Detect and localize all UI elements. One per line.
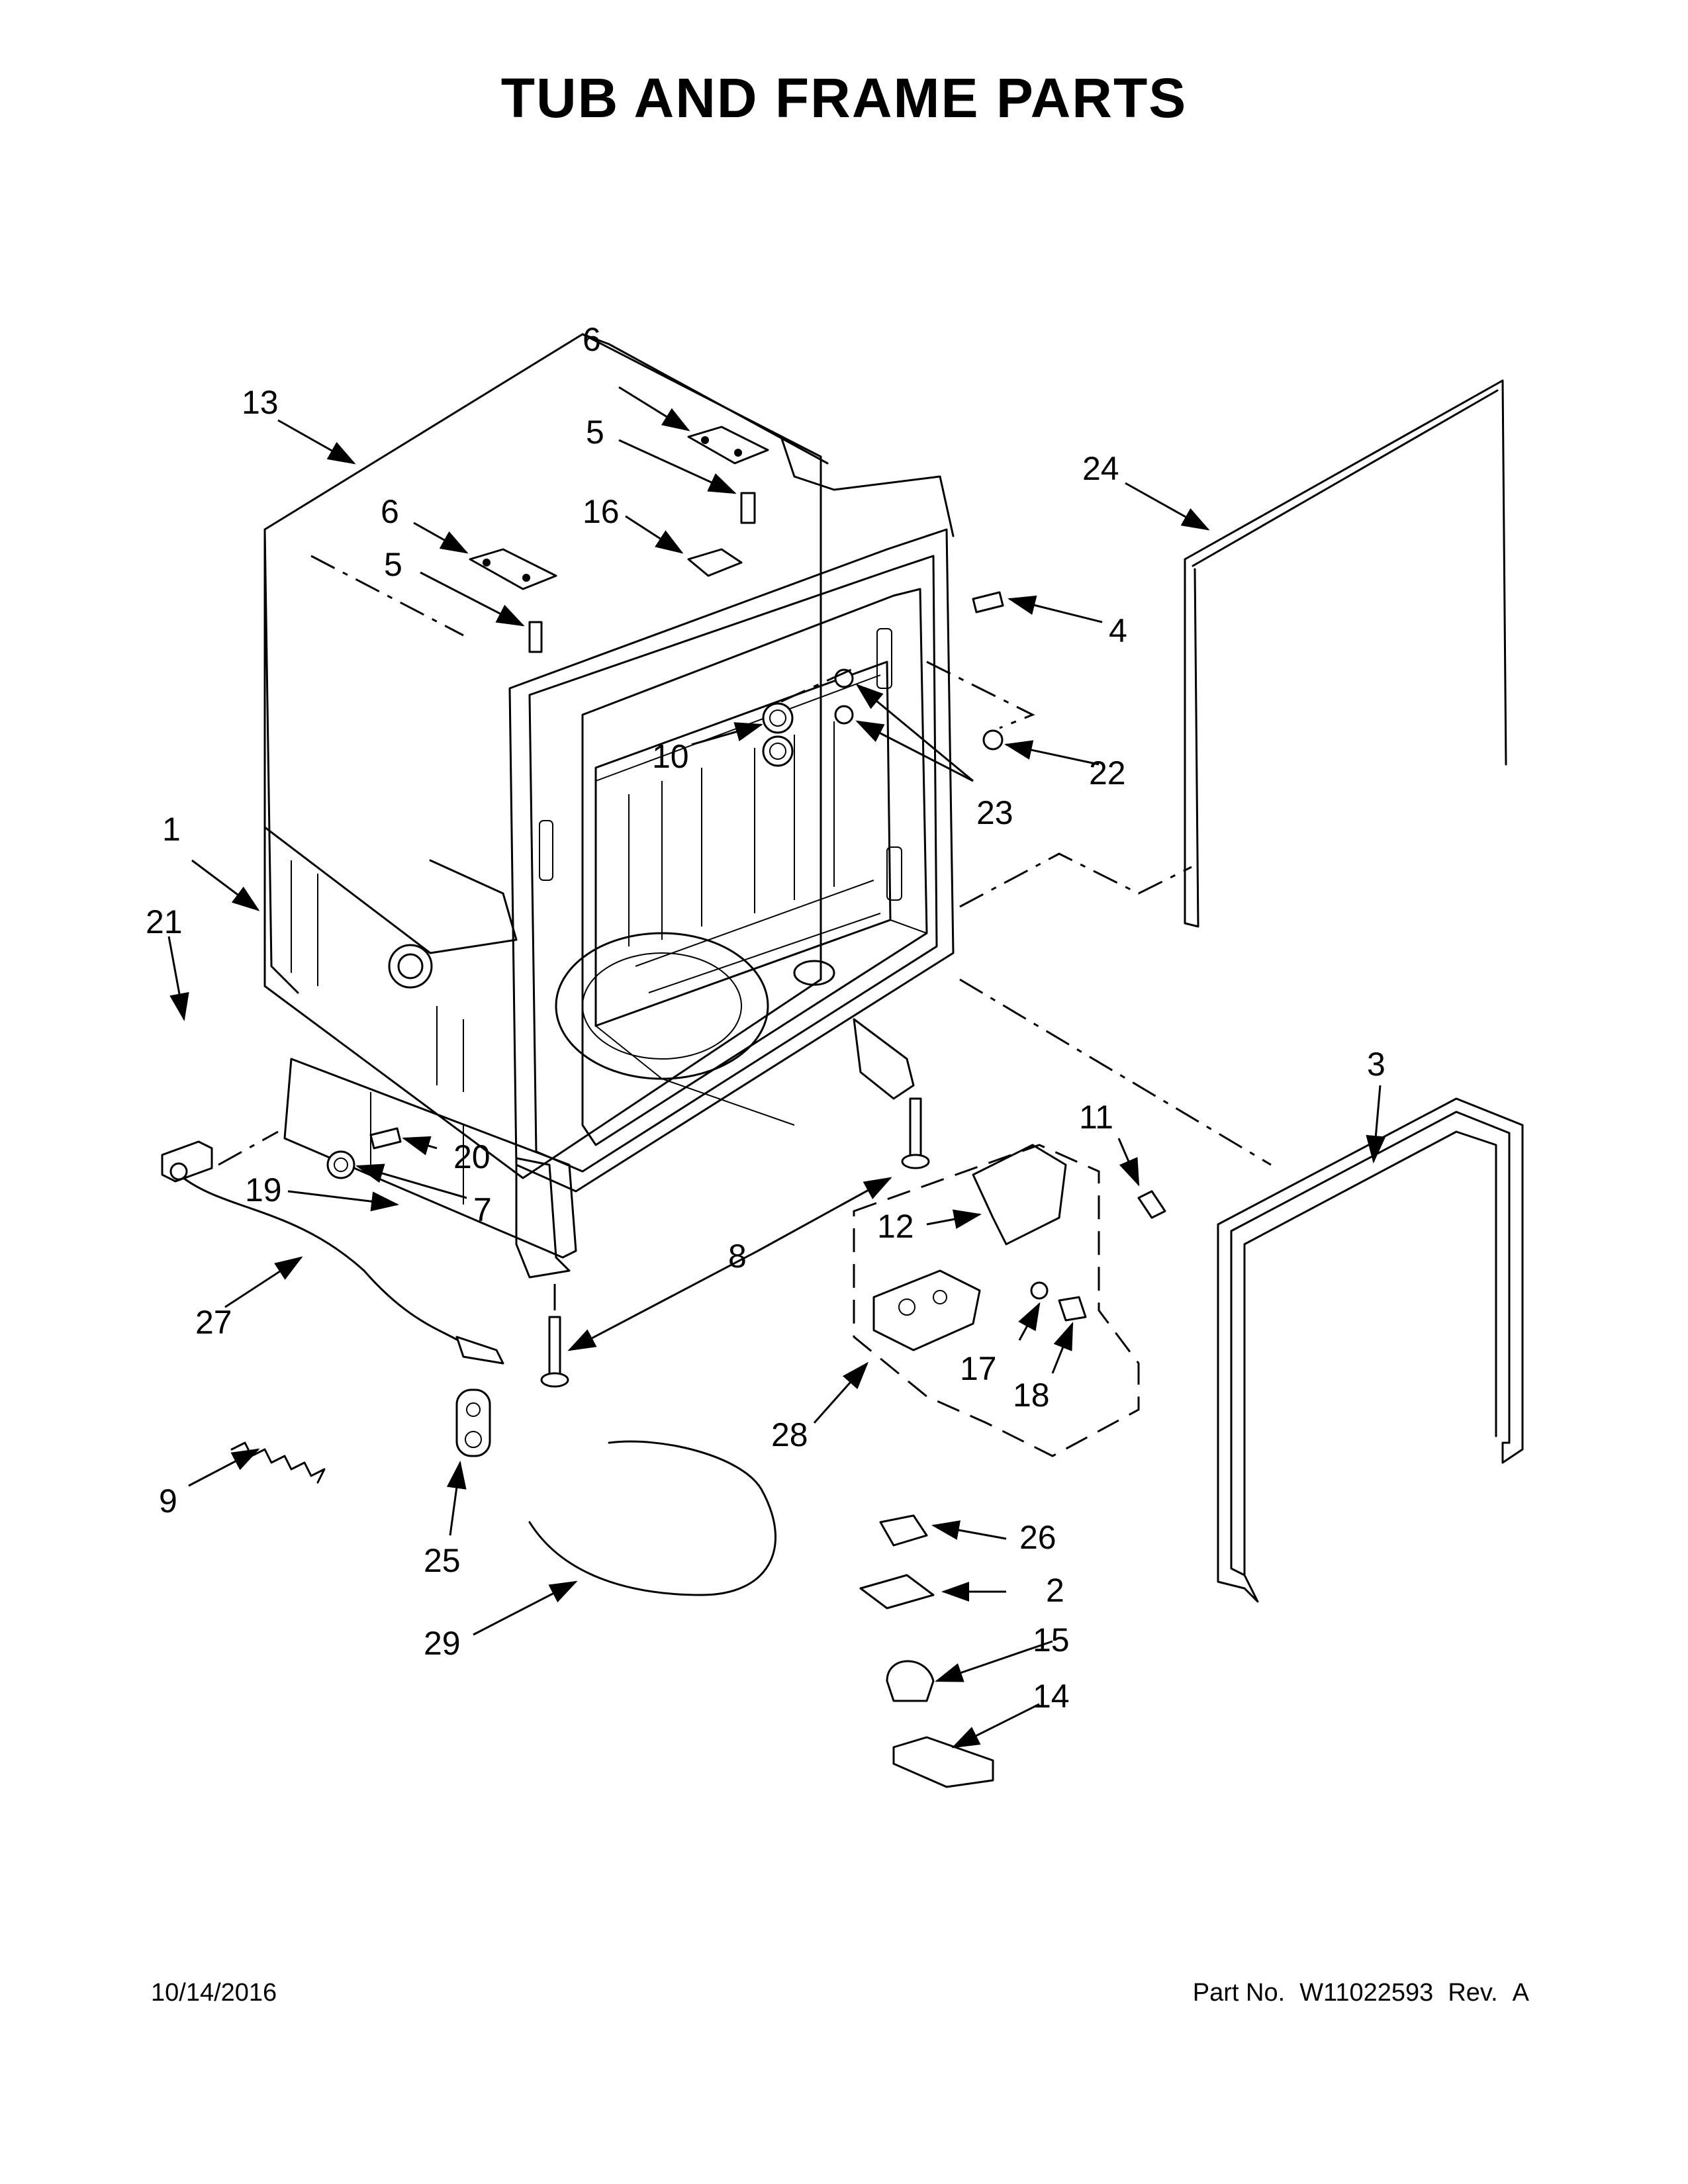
assembly-line-gasket-3 xyxy=(959,978,1272,1166)
callout-6a: 6 xyxy=(583,321,601,358)
callout-17: 17 xyxy=(960,1350,997,1387)
spring-9 xyxy=(230,1441,326,1484)
callout-21: 21 xyxy=(146,903,183,940)
callout-20: 20 xyxy=(453,1138,491,1175)
grommet-25 xyxy=(455,1388,491,1457)
screw-top-left xyxy=(528,621,543,653)
callout-10: 10 xyxy=(652,738,689,775)
cover-12 xyxy=(972,1144,1067,1246)
leveling-leg-front xyxy=(540,1316,569,1388)
hinge-bracket-top-left xyxy=(469,548,557,590)
callout-3: 3 xyxy=(1367,1046,1385,1083)
callout-24: 24 xyxy=(1082,450,1119,487)
tub-assembly xyxy=(263,333,955,1279)
callout-12: 12 xyxy=(877,1208,914,1245)
callout-26: 26 xyxy=(1019,1519,1056,1556)
callout-18: 18 xyxy=(1013,1377,1050,1414)
part-no-value: W11022593 xyxy=(1299,1979,1434,2007)
leader-arrows xyxy=(167,386,1386,1749)
leveling-leg-rear xyxy=(901,1097,930,1169)
washers-23 xyxy=(834,668,854,725)
clip-16 xyxy=(687,548,743,577)
pad-2 xyxy=(859,1574,935,1610)
callout-5b: 5 xyxy=(384,546,402,583)
callout-28: 28 xyxy=(771,1416,808,1453)
switch-15 xyxy=(886,1660,935,1702)
callout-15: 15 xyxy=(1033,1621,1070,1659)
callout-27: 27 xyxy=(195,1304,232,1341)
callout-4: 4 xyxy=(1109,612,1127,649)
callout-13: 13 xyxy=(242,384,279,421)
callout-25: 25 xyxy=(424,1542,461,1579)
rev-label: Rev. xyxy=(1448,1979,1498,2007)
rev-value: A xyxy=(1512,1979,1529,2007)
plug-22 xyxy=(982,729,1004,751)
gasket-24 xyxy=(1184,379,1507,928)
block-21 xyxy=(161,1140,213,1183)
gasket-3 xyxy=(1217,1097,1524,1603)
footer-date: 10/14/2016 xyxy=(151,1979,277,2007)
terminal-17 xyxy=(1030,1281,1049,1300)
junction-box xyxy=(872,1269,981,1351)
callout-9: 9 xyxy=(159,1482,177,1520)
grommets-10 xyxy=(762,702,794,767)
assembly-line-21 xyxy=(218,1130,279,1166)
callout-5a: 5 xyxy=(586,414,604,451)
hinge-bracket-top-right xyxy=(687,426,769,465)
assembly-line-22 xyxy=(926,660,1035,729)
screw-4 xyxy=(972,591,1004,614)
callout-6b: 6 xyxy=(381,493,399,530)
screw-top-right xyxy=(740,492,756,524)
callout-1: 1 xyxy=(162,811,181,848)
screw-20 xyxy=(369,1127,402,1150)
callout-19: 19 xyxy=(245,1171,282,1208)
wire-29 xyxy=(528,1440,777,1596)
callout-23: 23 xyxy=(976,794,1013,831)
junction-box-outline xyxy=(853,1144,1140,1457)
bracket-14 xyxy=(892,1736,994,1788)
clip-26 xyxy=(879,1514,928,1547)
screw-11 xyxy=(1137,1190,1166,1219)
callout-14: 14 xyxy=(1033,1678,1070,1715)
page-title: TUB AND FRAME PARTS xyxy=(500,67,1188,129)
footer-part-number: Part No. W11022593 Rev. A xyxy=(1193,1979,1529,2007)
screw-18 xyxy=(1058,1296,1087,1322)
callout-labels: 13 6 5 6 5 16 4 22 10 23 24 1 21 20 7 19… xyxy=(146,321,1385,1715)
assembly-line-10 xyxy=(780,667,855,703)
callout-29: 29 xyxy=(424,1625,461,1662)
callout-7: 7 xyxy=(473,1191,492,1228)
assembly-line-gasket-24 xyxy=(959,852,1192,908)
callout-22: 22 xyxy=(1089,754,1126,792)
grommet-7 xyxy=(326,1150,355,1179)
wire-harness-27 xyxy=(169,1162,504,1365)
callout-2: 2 xyxy=(1046,1572,1064,1609)
callout-11: 11 xyxy=(1079,1099,1113,1136)
part-no-label: Part No. xyxy=(1192,1979,1286,2007)
callout-16: 16 xyxy=(583,493,620,530)
callout-8: 8 xyxy=(728,1238,747,1275)
